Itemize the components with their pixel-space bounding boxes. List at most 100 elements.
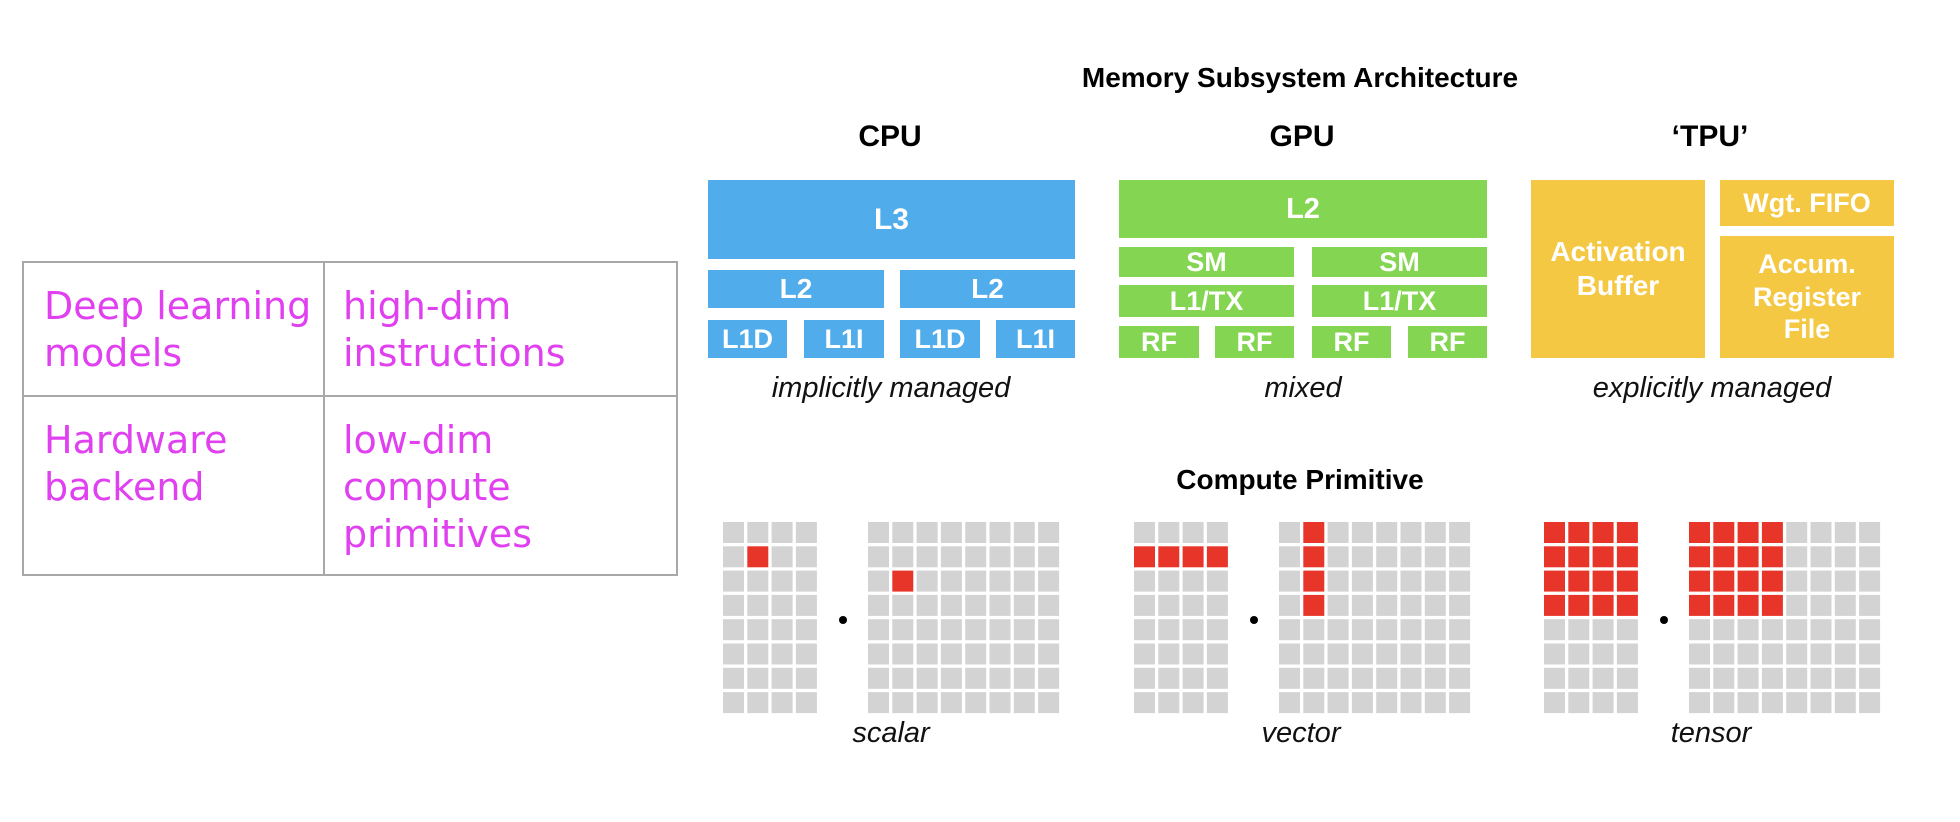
grid-cell bbox=[1038, 619, 1060, 641]
grid-cell bbox=[868, 570, 889, 592]
grid-cell bbox=[795, 692, 817, 714]
grid-vector-left bbox=[1134, 522, 1228, 714]
grid-cell bbox=[916, 667, 938, 689]
grid-cell-highlighted bbox=[1737, 546, 1759, 568]
grid-cell-highlighted bbox=[1544, 546, 1565, 568]
grid-cell bbox=[965, 667, 987, 689]
grid-cell bbox=[1182, 643, 1204, 665]
grid-cell bbox=[771, 667, 793, 689]
grid-cell bbox=[771, 692, 793, 714]
cpu-l1i-block-b: L1I bbox=[996, 320, 1075, 358]
grid-cell bbox=[747, 594, 769, 616]
grid-cell-highlighted bbox=[1616, 570, 1638, 592]
tpu-accum-register-file-block: Accum. Register File bbox=[1720, 236, 1894, 358]
grid-cell bbox=[965, 546, 987, 568]
grid-cell bbox=[1616, 692, 1638, 714]
grid-cell bbox=[1013, 570, 1035, 592]
grid-cell bbox=[916, 692, 938, 714]
grid-cell bbox=[1424, 667, 1446, 689]
grid-cell-highlighted bbox=[1592, 522, 1614, 543]
grid-cell bbox=[747, 643, 769, 665]
gpu-title: GPU bbox=[1269, 120, 1335, 153]
grid-cell bbox=[1351, 643, 1373, 665]
gpu-sm-block-a: SM bbox=[1119, 247, 1294, 277]
grid-cell-highlighted bbox=[1568, 546, 1590, 568]
grid-cell bbox=[892, 692, 914, 714]
grid-cell bbox=[1424, 546, 1446, 568]
grid-cell-highlighted bbox=[1737, 594, 1759, 616]
grid-cell bbox=[1134, 570, 1155, 592]
grid-cell bbox=[1810, 594, 1832, 616]
grid-cell bbox=[868, 692, 889, 714]
grid-cell bbox=[795, 643, 817, 665]
grid-cell-highlighted bbox=[1713, 522, 1735, 543]
grid-cell bbox=[1449, 667, 1471, 689]
grid-cell bbox=[1859, 522, 1881, 543]
grid-cell-highlighted bbox=[1713, 570, 1735, 592]
grid-cell bbox=[868, 667, 889, 689]
tpu-title: ‘TPU’ bbox=[1671, 120, 1749, 153]
cpu-l1d-block-b: L1D bbox=[900, 320, 980, 358]
grid-cell bbox=[1134, 522, 1155, 543]
grid-cell bbox=[1158, 522, 1180, 543]
grid-cell bbox=[723, 546, 744, 568]
grid-cell bbox=[771, 594, 793, 616]
grid-cell bbox=[892, 667, 914, 689]
grid-cell bbox=[916, 570, 938, 592]
grid-cell-highlighted bbox=[747, 546, 769, 568]
grid-cell-highlighted bbox=[1592, 570, 1614, 592]
grid-cell bbox=[1303, 692, 1325, 714]
grid-cell-highlighted bbox=[1592, 594, 1614, 616]
grid-cell bbox=[1859, 594, 1881, 616]
grid-cell bbox=[1689, 667, 1710, 689]
grid-cell bbox=[1158, 692, 1180, 714]
grid-tensor-right bbox=[1689, 522, 1881, 714]
caption-scalar: scalar bbox=[852, 717, 930, 749]
grid-cell bbox=[1689, 692, 1710, 714]
grid-cell bbox=[989, 546, 1011, 568]
grid-cell-highlighted bbox=[1568, 594, 1590, 616]
grid-cell bbox=[1303, 619, 1325, 641]
grid-cell-highlighted bbox=[1761, 594, 1783, 616]
grid-cell bbox=[1592, 643, 1614, 665]
grid-cell bbox=[1424, 643, 1446, 665]
grid-cell bbox=[1449, 619, 1471, 641]
grid-cell-highlighted bbox=[1689, 522, 1710, 543]
grid-cell bbox=[1134, 692, 1155, 714]
grid-cell bbox=[1327, 619, 1349, 641]
grid-cell bbox=[940, 643, 962, 665]
grid-cell bbox=[1737, 692, 1759, 714]
grid-cell bbox=[795, 570, 817, 592]
grid-cell bbox=[747, 570, 769, 592]
grid-cell-highlighted bbox=[1737, 570, 1759, 592]
grid-cell bbox=[747, 522, 769, 543]
grid-cell bbox=[1544, 619, 1565, 641]
grid-cell bbox=[1182, 667, 1204, 689]
grid-cell bbox=[1834, 619, 1856, 641]
grid-cell bbox=[723, 594, 744, 616]
grid-cell bbox=[1400, 594, 1422, 616]
grid-cell bbox=[1351, 594, 1373, 616]
grid-cell bbox=[965, 692, 987, 714]
grid-cell bbox=[965, 570, 987, 592]
grid-cell bbox=[1376, 522, 1398, 543]
grid-cell bbox=[771, 643, 793, 665]
grid-cell bbox=[1376, 546, 1398, 568]
grid-cell bbox=[1279, 692, 1300, 714]
table-cell-hardware-backend: Hardware backend bbox=[44, 418, 228, 509]
grid-cell bbox=[940, 619, 962, 641]
grid-cell bbox=[1013, 522, 1035, 543]
grid-cell bbox=[1689, 619, 1710, 641]
grid-cell bbox=[1400, 667, 1422, 689]
grid-cell bbox=[1327, 594, 1349, 616]
grid-cell bbox=[1834, 546, 1856, 568]
grid-cell bbox=[1424, 522, 1446, 543]
grid-cell bbox=[1713, 692, 1735, 714]
dot-product-icon-vector bbox=[1250, 616, 1258, 624]
grid-cell bbox=[1400, 619, 1422, 641]
cpu-l3-block: L3 bbox=[708, 180, 1075, 259]
grid-cell bbox=[1158, 667, 1180, 689]
grid-cell bbox=[1568, 667, 1590, 689]
grid-cell bbox=[1544, 643, 1565, 665]
grid-cell-highlighted bbox=[1689, 594, 1710, 616]
